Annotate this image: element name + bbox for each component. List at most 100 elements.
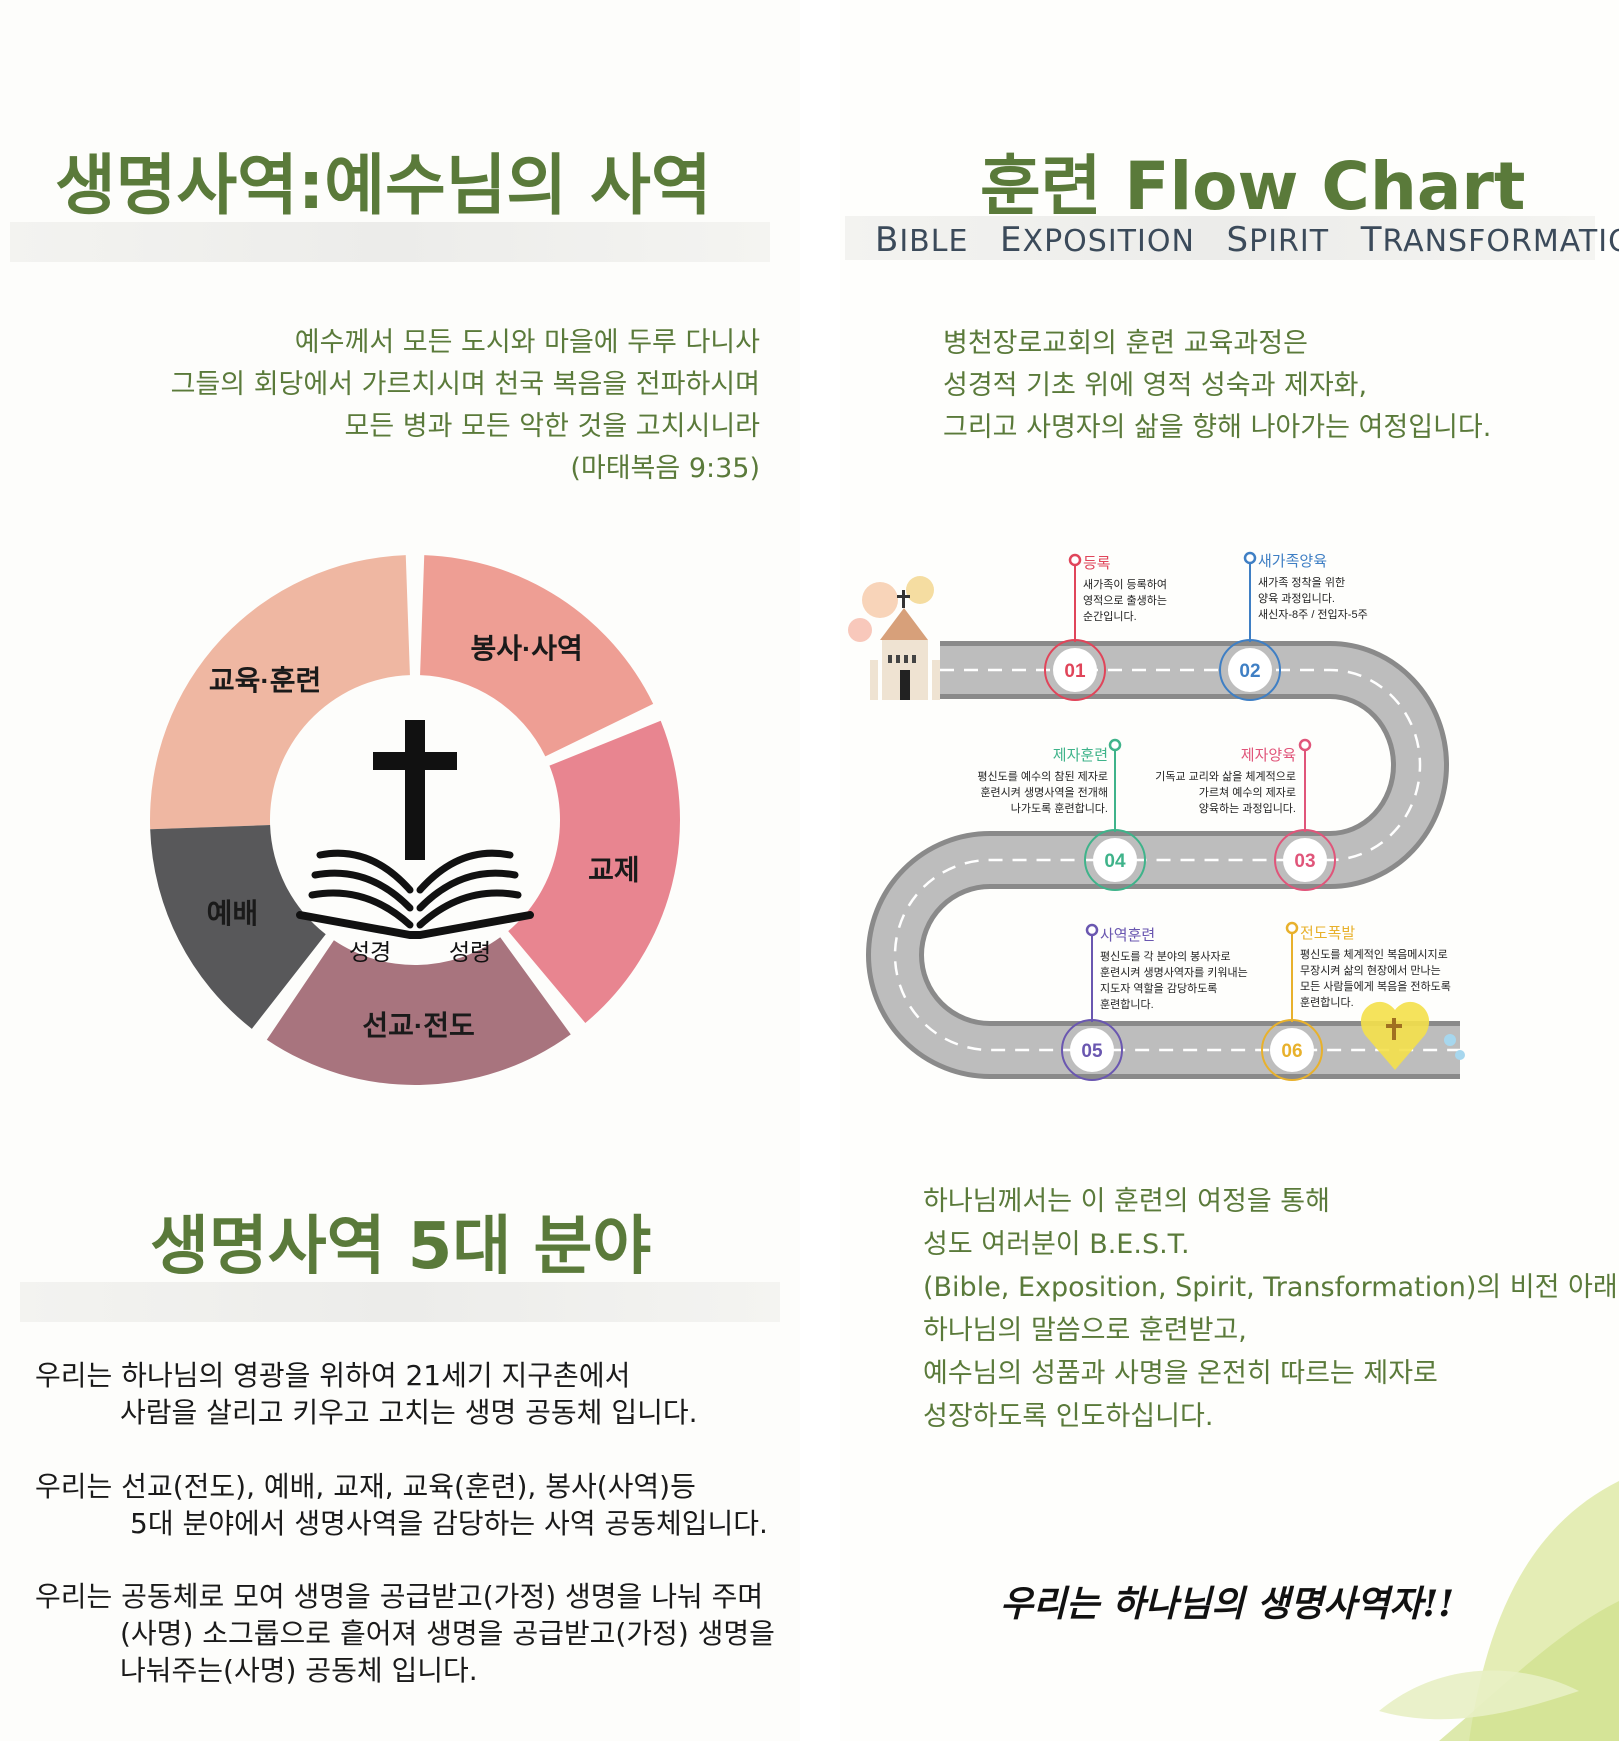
step-description: 기독교 교리와 삶을 체계적으로: [1155, 770, 1296, 783]
statement-line: 우리는 공동체로 모여 생명을 공급받고(가정) 생명을 나눠 주며: [35, 1580, 764, 1613]
step-description: 가르쳐 예수의 제자로: [1199, 786, 1296, 799]
verse-line: 모든 병과 모든 악한 것을 고치시니라: [344, 411, 760, 442]
intro-line: 병천장로교회의 훈련 교육과정은: [943, 328, 1308, 359]
right-title: 훈련 Flow Chart: [980, 148, 1526, 225]
statement-line: 사람을 살리고 키우고 고치는 생명 공동체 입니다.: [120, 1396, 698, 1429]
subtitle-rest: RANSFORMATION: [1382, 224, 1619, 259]
step-ring: [1219, 639, 1281, 701]
step-pin-icon: [1108, 738, 1122, 752]
verse-line: 예수께서 모든 도시와 마을에 두루 다니사: [294, 327, 760, 358]
step-pin-icon: [1085, 923, 1099, 937]
step-description: 평신도를 체계적인 복음메시지로: [1300, 948, 1448, 961]
step-description: 새신자-8주 / 전입자-5주: [1258, 608, 1368, 621]
right-panel: 훈련 Flow Chart BIBLE EXPOSITION SPIRIT TR…: [840, 0, 1619, 1741]
left-panel: 생명사역:예수님의 사역 예수께서 모든 도시와 마을에 두루 다니사 그들의 …: [0, 0, 800, 1741]
wheel-segment-label: 교제: [588, 855, 640, 886]
step-description: 모든 사람들에게 복음을 전하도록: [1300, 979, 1451, 993]
wheel-segment: [266, 937, 571, 1085]
intro-line: 그리고 사명자의 삶을 향해 나아가는 여정입니다.: [943, 412, 1492, 443]
subtitle-rest: PIRIT: [1249, 224, 1330, 259]
statement-line: 우리는 하나님의 영광을 위하여 21세기 지구촌에서: [35, 1359, 631, 1392]
intro-block: 병천장로교회의 훈련 교육과정은 성경적 기초 위에 영적 성숙과 제자화, 그…: [943, 323, 1491, 449]
step-description: 영적으로 출생하는: [1083, 593, 1167, 607]
leaf-decoration: [1379, 1481, 1619, 1741]
verse-block: 예수께서 모든 도시와 마을에 두루 다니사 그들의 회당에서 가르치시며 천국…: [171, 322, 760, 490]
body-line: 성장하도록 인도하십니다.: [923, 1401, 1214, 1432]
step-pin-icon: [1298, 738, 1312, 752]
heart-icon: [1360, 1001, 1465, 1070]
step-description: 훈련합니다.: [1100, 998, 1154, 1011]
step-description: 새가족이 등록하여: [1083, 577, 1167, 591]
subtitle-cap: E: [1000, 220, 1023, 260]
center-label-right: 성령: [449, 939, 491, 965]
statement-line: 나눠주는(사명) 공동체 입니다.: [120, 1654, 478, 1687]
step-description: 훈련시켜 생명사역자를 키워내는: [1100, 966, 1248, 979]
statement-2: 우리는 선교(전도), 예배, 교재, 교육(훈련), 봉사(사역)등 5대 분…: [35, 1468, 768, 1542]
step-description: 무장시켜 삶의 현장에서 만나는: [1300, 964, 1441, 977]
center-label-left: 성경: [349, 939, 391, 965]
step-ring: [1261, 1019, 1323, 1081]
step-title: 새가족양육: [1258, 553, 1327, 570]
step-ring: [1274, 829, 1336, 891]
step-number: 05: [1081, 1041, 1103, 1062]
step-description: 훈련시켜 생명사역을 전개해: [980, 785, 1108, 799]
section-title: 생명사역 5대 분야: [150, 1210, 652, 1284]
step-description: 지도자 역할을 감당하도록: [1100, 981, 1217, 995]
left-title-underline: [10, 222, 770, 262]
step-disc: [1070, 1028, 1114, 1072]
best-subtitle: BIBLE EXPOSITION SPIRIT TRANSFORMATION: [875, 220, 1619, 260]
bible-icon: [296, 849, 534, 939]
step-description: 새가족 정착을 위한: [1258, 576, 1345, 589]
subtitle-rest: XPOSITION: [1022, 224, 1195, 259]
wheel-segment-label: 선교·전도: [362, 1010, 474, 1041]
verse-line: 그들의 회당에서 가르치시며 천국 복음을 전파하시며: [170, 369, 760, 400]
statement-1: 우리는 하나님의 영광을 위하여 21세기 지구촌에서 사람을 살리고 키우고 …: [35, 1357, 698, 1431]
step-description: 양육 과정입니다.: [1258, 592, 1335, 605]
body-line: 성도 여러분이 B.E.S.T.: [923, 1229, 1190, 1260]
verse-reference: (마태복음 9:35): [570, 453, 760, 484]
body-line: 하나님의 말씀으로 훈련받고,: [923, 1315, 1247, 1346]
road-center-line: [893, 668, 1460, 1052]
wheel-segment-label: 예배: [207, 898, 259, 929]
subtitle-rest: IBLE: [899, 224, 969, 259]
step-disc: [1283, 838, 1327, 882]
step-description: 평신도를 예수의 참된 제자로: [977, 770, 1108, 783]
step-pin-icon: [1243, 551, 1257, 565]
step-title: 제자훈련: [1053, 747, 1108, 764]
left-title: 생명사역:예수님의 사역: [55, 147, 712, 224]
step-disc: [1053, 648, 1097, 692]
intro-line: 성경적 기초 위에 영적 성숙과 제자화,: [943, 370, 1368, 401]
step-pin-icon: [1285, 921, 1299, 935]
subtitle-cap: B: [875, 220, 900, 260]
step-description: 양육하는 과정입니다.: [1199, 801, 1296, 815]
cross-icon: [373, 720, 457, 860]
step-disc: [1228, 648, 1272, 692]
wheel-segment-label: 교육·훈련: [209, 665, 321, 696]
right-title-underline: [845, 216, 1595, 260]
wheel-segment-label: 봉사·사역: [470, 633, 582, 664]
step-description: 나가도록 훈련합니다.: [1011, 802, 1108, 815]
body-line: 예수님의 성품과 사명을 온전히 따르는 제자로: [923, 1358, 1438, 1389]
step-description: 순간입니다.: [1083, 610, 1137, 623]
step-ring: [1061, 1019, 1123, 1081]
slogan: 우리는 하나님의 생명사역자!!: [1000, 1583, 1455, 1625]
body-line: (Bible, Exposition, Spirit, Transformati…: [923, 1272, 1618, 1303]
subtitle-cap: T: [1360, 220, 1383, 260]
step-ring: [1084, 829, 1146, 891]
wheel-segment: [150, 825, 326, 1029]
body-line: 하나님께서는 이 훈련의 여정을 통해: [923, 1186, 1330, 1217]
step-number: 02: [1239, 661, 1260, 682]
step-number: 04: [1104, 851, 1126, 872]
section-title-underline: [20, 1282, 780, 1322]
step-disc: [1093, 838, 1137, 882]
